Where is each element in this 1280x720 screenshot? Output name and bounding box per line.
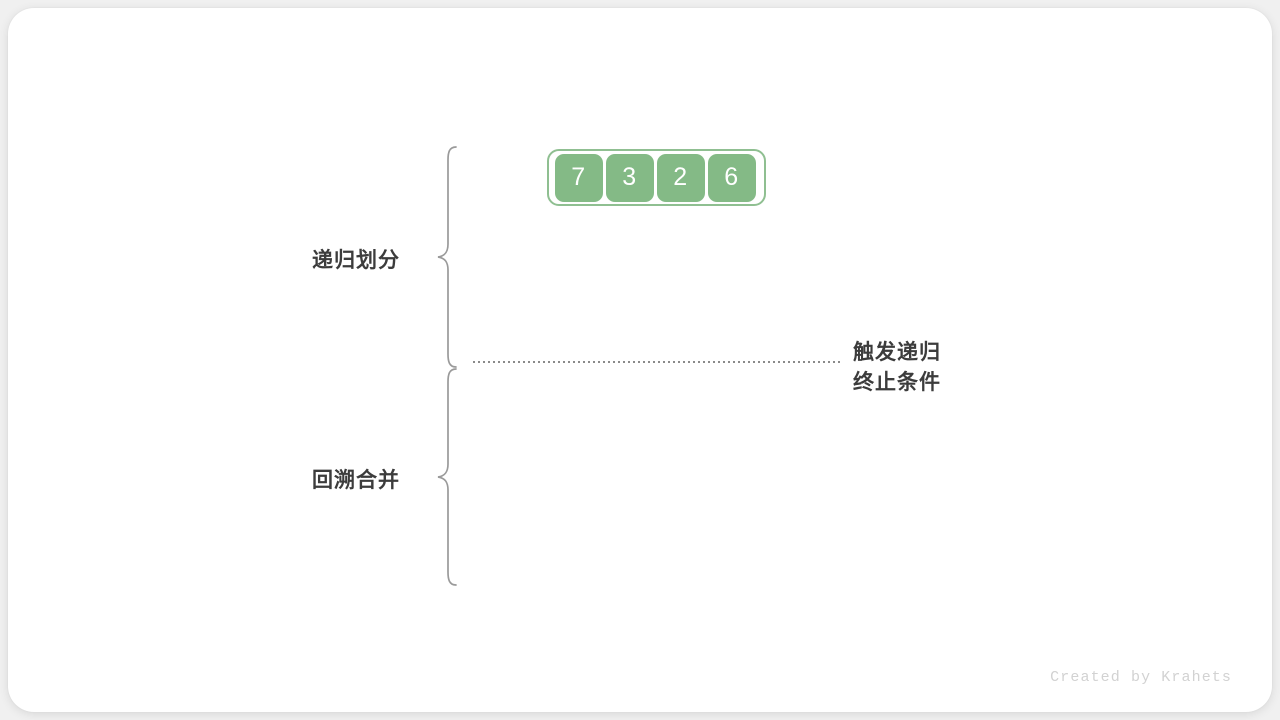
base-case-dotted-line — [473, 361, 843, 363]
figure-card: 7 3 2 6 递归划分 回溯合并 触发递归 终止条件 Created — [8, 8, 1272, 712]
annotation-line-1: 触发递归 — [853, 341, 941, 364]
input-array: 7 3 2 6 — [547, 149, 766, 206]
divide-phase-brace — [432, 144, 458, 372]
array-cell: 3 — [605, 153, 654, 202]
merge-phase-brace — [432, 366, 458, 590]
annotation-line-2: 终止条件 — [853, 371, 941, 394]
phase-label-divide: 递归划分 — [312, 249, 400, 272]
array-cell: 6 — [707, 153, 756, 202]
watermark-credit: Created by Krahets — [1050, 669, 1232, 686]
array-cell: 7 — [554, 153, 603, 202]
base-case-annotation: 触发递归 终止条件 — [853, 338, 941, 398]
phase-label-merge: 回溯合并 — [312, 469, 400, 492]
array-cell: 2 — [656, 153, 705, 202]
